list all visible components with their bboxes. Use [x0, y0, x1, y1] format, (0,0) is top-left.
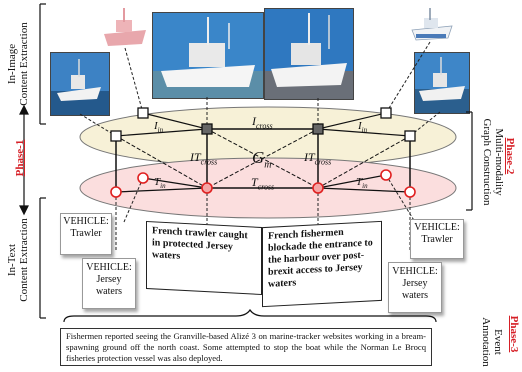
- left-brackets: [39, 3, 46, 319]
- phase1-label: Phase-1: [14, 139, 26, 177]
- vehicle-box-right-top: VEHICLE:Trawler: [410, 219, 464, 259]
- image-node: [380, 107, 392, 119]
- i-in-label-left: Iin: [154, 120, 164, 135]
- ship-3d-model-blue: [410, 6, 454, 44]
- i-in-label-right: Iin: [358, 120, 368, 135]
- image-node: [137, 107, 149, 119]
- cross-layer-links: [115, 129, 411, 192]
- image-node: [201, 123, 213, 135]
- text-node: [404, 186, 416, 198]
- boat-photo-3: [264, 8, 354, 100]
- image-node: [404, 130, 416, 142]
- image-nodes: [110, 107, 416, 142]
- text-node: [201, 182, 213, 194]
- it-cross-label-left: ITcross: [190, 150, 218, 167]
- text-node: [312, 182, 324, 194]
- text-node: [137, 172, 149, 184]
- boat-photo-4: [414, 52, 470, 114]
- image-node: [312, 123, 324, 135]
- caption-brace: [63, 308, 437, 323]
- i-cross-label: Icross: [252, 114, 273, 131]
- it-cross-label-right: ITcross: [304, 150, 332, 167]
- graph-gm-label: Gm: [252, 148, 272, 171]
- it-cross-edges: [115, 128, 411, 189]
- text-node: [110, 186, 122, 198]
- vehicle-box-left-top: VEHICLE:Trawler: [60, 213, 112, 255]
- image-node: [110, 130, 122, 142]
- text-note-left: French trawler caught in protected Jerse…: [146, 220, 262, 296]
- t-in-label-left: Tin: [154, 176, 166, 191]
- boat-photo-1: [50, 52, 110, 116]
- text-node: [380, 169, 392, 181]
- phase2-label: Phase-2: [504, 137, 516, 175]
- t-in-label-right: Tin: [356, 176, 368, 191]
- phase1-arrow: [19, 104, 29, 216]
- in-edges: [115, 112, 411, 193]
- t-cross-label: Tcross: [251, 175, 275, 192]
- text-note-right: French fishermen blockade the entrance t…: [262, 220, 382, 308]
- text-nodes: [110, 169, 416, 198]
- right-bracket: [466, 111, 473, 211]
- phase3-label: Phase-3: [508, 315, 520, 353]
- boat-photo-2: [152, 12, 264, 99]
- event-caption: Fishermen reported seeing the Granville-…: [60, 328, 432, 366]
- ship-3d-model-pink: [102, 6, 148, 50]
